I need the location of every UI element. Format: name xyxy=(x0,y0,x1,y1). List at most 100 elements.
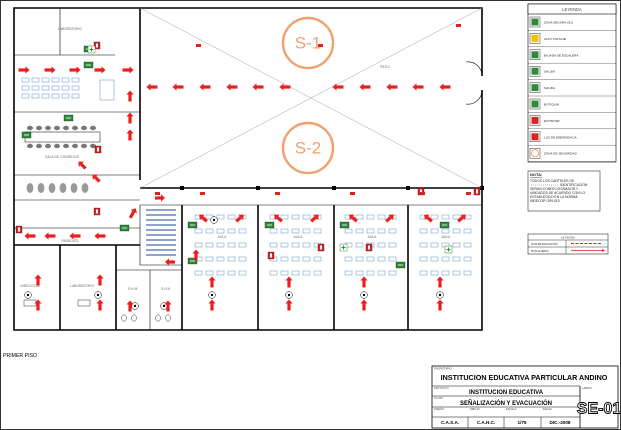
safety-point-icon xyxy=(24,291,32,299)
evacuation-arrow xyxy=(192,249,200,261)
evacuation-arrow xyxy=(424,214,433,223)
evacuation-arrow xyxy=(285,299,293,311)
desk xyxy=(366,228,375,234)
desk xyxy=(205,228,214,234)
desk xyxy=(463,270,472,276)
teacher-desk xyxy=(99,79,115,101)
desk xyxy=(452,228,461,234)
exit-sign-icon xyxy=(63,114,74,122)
legend-item-label: SALIDA xyxy=(544,86,556,90)
exit-sign-icon xyxy=(119,224,130,232)
desk xyxy=(430,270,439,276)
high-voltage-icon xyxy=(531,34,539,42)
evacuation-arrow xyxy=(457,214,466,223)
wc-fixture xyxy=(131,314,137,322)
first-aid-icon xyxy=(339,243,348,252)
patio-cross-lines xyxy=(139,7,483,189)
desk xyxy=(430,214,439,220)
safe-zone-sign-icon xyxy=(531,18,539,26)
desk xyxy=(227,242,236,248)
desk xyxy=(463,256,472,262)
sheet-code: SE-01 xyxy=(577,401,621,418)
desk xyxy=(302,214,311,220)
project-name: INSTITUCION EDUCATIVA xyxy=(469,390,544,396)
legend-item: BOTIQUIN xyxy=(528,98,616,113)
evacuation-arrow xyxy=(252,83,264,91)
scale-label: ESCALA: xyxy=(506,407,517,411)
desk xyxy=(377,242,386,248)
exit-arrow-icon xyxy=(531,84,539,92)
legend-item-label: SALIDA xyxy=(544,70,556,74)
desk xyxy=(21,77,30,83)
extinguisher-icon xyxy=(94,145,102,154)
route-legend-panel: LEYENDA RUTA DE EVACUACION RUTA ALTERNA xyxy=(527,233,609,255)
extinguisher-icon xyxy=(473,187,481,196)
desk xyxy=(313,256,322,262)
room-labels: LABORATORIO SALA DE CONSEJOS PATIO PASAD… xyxy=(20,27,451,291)
evacuation-arrow xyxy=(359,83,371,91)
date-value: DIC.-2008 xyxy=(550,420,571,425)
desk xyxy=(291,228,300,234)
chair xyxy=(81,125,87,131)
drawing-label: PLANO: xyxy=(434,396,444,400)
evacuation-arrow xyxy=(155,194,165,202)
desk xyxy=(388,256,397,262)
desk xyxy=(227,270,236,276)
evacuation-arrow xyxy=(172,83,184,91)
chair xyxy=(81,143,87,149)
wc-fixture xyxy=(155,314,161,322)
desk xyxy=(71,93,80,99)
emergency-light-icon xyxy=(200,192,205,195)
desk xyxy=(441,256,450,262)
legend-item: EXTINTOR xyxy=(528,115,616,129)
chair xyxy=(70,183,78,193)
desk xyxy=(355,228,364,234)
evacuation-arrow xyxy=(439,83,451,91)
evacuation-arrow xyxy=(96,299,104,311)
desk xyxy=(280,214,289,220)
evacuation-arrow xyxy=(436,299,444,311)
evacuation-arrow xyxy=(285,276,293,288)
desk xyxy=(419,242,428,248)
desk xyxy=(291,256,300,262)
evacuation-arrow xyxy=(24,232,36,240)
desk xyxy=(21,85,30,91)
desk xyxy=(71,77,80,83)
desk xyxy=(280,270,289,276)
legend-item: ZONA DE SEGURIDAD xyxy=(528,147,616,162)
evacuation-arrow xyxy=(126,112,134,124)
legend-item: LUZ DE EMERGENCIA xyxy=(528,131,616,146)
desk xyxy=(51,85,60,91)
desk xyxy=(51,77,60,83)
exit-sign-icon xyxy=(339,221,350,229)
desk xyxy=(280,256,289,262)
desk xyxy=(61,93,70,99)
desk xyxy=(227,256,236,262)
room-label-aula3: AULA xyxy=(368,235,378,239)
desk xyxy=(216,214,225,220)
office-desk xyxy=(77,299,91,307)
chair xyxy=(48,183,56,193)
note-line-5: ESTABLECIDO EN LA NORMA xyxy=(530,195,578,199)
building-walls xyxy=(13,7,484,331)
desk xyxy=(441,270,450,276)
chair xyxy=(90,143,96,149)
safety-zone-s2: S-2 xyxy=(281,121,335,175)
desk xyxy=(31,85,40,91)
svg-text:S-1: S-1 xyxy=(295,34,321,53)
legend-item-label: LUZ DE EMERGENCIA xyxy=(544,135,578,139)
evacuation-arrow xyxy=(18,66,30,74)
chair xyxy=(72,143,78,149)
evacuation-arrow xyxy=(126,300,134,312)
evacuation-arrow xyxy=(69,232,81,240)
room-label-office1: DIRECCION xyxy=(20,284,40,288)
desk xyxy=(355,242,364,248)
evacuation-arrow xyxy=(165,258,175,266)
emergency-light-icon xyxy=(196,44,201,47)
desk xyxy=(302,256,311,262)
evacuation-arrow xyxy=(349,214,358,223)
designed-value: C.A.S.A. xyxy=(441,420,459,425)
desk xyxy=(388,228,397,234)
desk xyxy=(269,242,278,248)
